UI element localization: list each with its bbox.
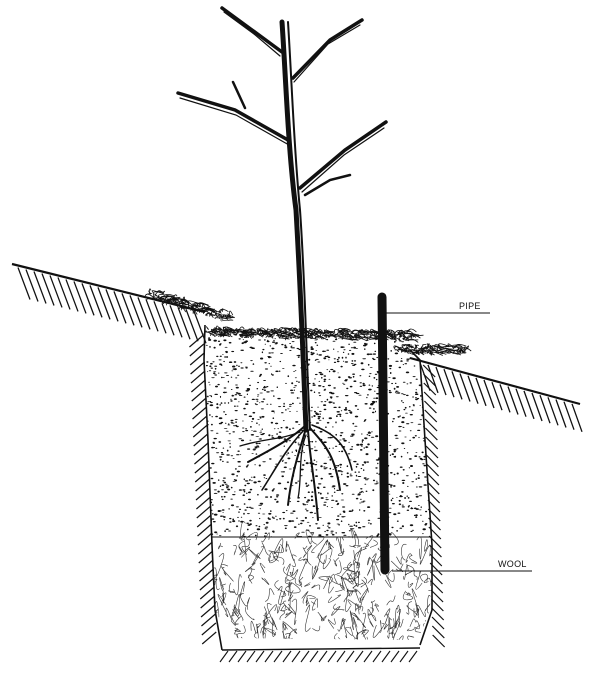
mulch-top <box>145 289 471 356</box>
pipe-label: PIPE <box>459 301 481 311</box>
pit-bottom <box>220 648 420 662</box>
irrigation-pipe <box>382 297 385 570</box>
wool-label: WOOL <box>498 559 527 569</box>
tree-sapling <box>178 8 386 520</box>
pipe-callout: PIPE <box>386 301 490 313</box>
wool-layer <box>206 522 437 661</box>
pit-wall-left <box>189 325 222 650</box>
